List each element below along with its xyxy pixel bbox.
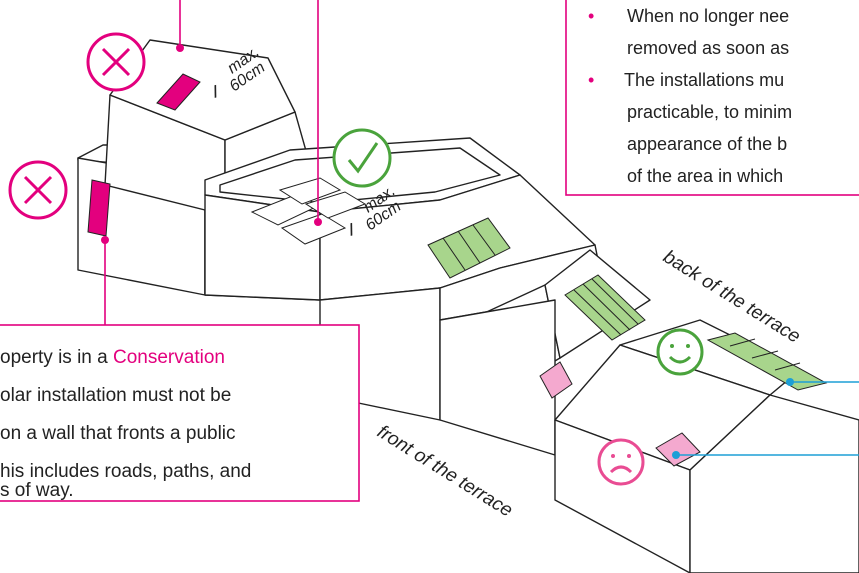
callout-lines bbox=[104, 0, 859, 456]
note-bottom-line2: olar installation must not be bbox=[0, 385, 231, 406]
panel-wall-magenta bbox=[87, 179, 111, 237]
note-bottom-line4: his includes roads, paths, and bbox=[0, 461, 251, 482]
cross-circle-icon bbox=[8, 160, 68, 220]
i-marker-rooftop: I bbox=[211, 81, 220, 102]
note-bullet-1: • bbox=[588, 6, 594, 26]
rooftop-box-top bbox=[109, 39, 296, 141]
flat-roof-panels bbox=[250, 177, 367, 245]
panel-house4-green bbox=[564, 274, 646, 341]
note-top-line3: The installations mu bbox=[624, 70, 784, 90]
panel-house5-green bbox=[706, 332, 828, 391]
i-marker-flat: I bbox=[347, 219, 356, 240]
frown-face-icon bbox=[597, 438, 645, 486]
panel-house4-pink bbox=[539, 361, 573, 399]
note-bottom-conservation: Conservation bbox=[113, 347, 225, 368]
tick-circle-icon bbox=[332, 128, 392, 188]
panel-rooftop-box-magenta bbox=[156, 73, 201, 111]
panel-house5-pink bbox=[655, 432, 701, 467]
note-top-right: • When no longer nee removed as soon as … bbox=[565, 0, 859, 196]
cross-circle-icon bbox=[86, 32, 146, 92]
smiley-face-icon bbox=[656, 328, 704, 376]
terrace-drawing bbox=[77, 39, 859, 573]
house4-front-face bbox=[439, 299, 556, 456]
note-bottom-line3: on a wall that fronts a public bbox=[0, 423, 236, 444]
note-bottom-line1-a: operty is in a bbox=[0, 347, 113, 368]
note-top-line5: appearance of the b bbox=[627, 134, 787, 154]
house5-front-face bbox=[554, 419, 691, 573]
note-bottom-left: operty is in a Conservation olar install… bbox=[0, 324, 360, 502]
note-top-line1: When no longer nee bbox=[627, 6, 789, 26]
note-top-line2: removed as soon as bbox=[627, 38, 789, 58]
note-bottom-line5: s of way. bbox=[0, 480, 74, 501]
note-top-line6: of the area in which bbox=[627, 166, 783, 186]
house5-side-face bbox=[689, 394, 859, 573]
note-bullet-2: • bbox=[588, 70, 594, 90]
svg-text:operty is in a Conservation: operty is in a Conservation bbox=[0, 347, 225, 368]
panel-house3-green bbox=[427, 217, 511, 279]
note-top-line4: practicable, to minim bbox=[627, 102, 792, 122]
